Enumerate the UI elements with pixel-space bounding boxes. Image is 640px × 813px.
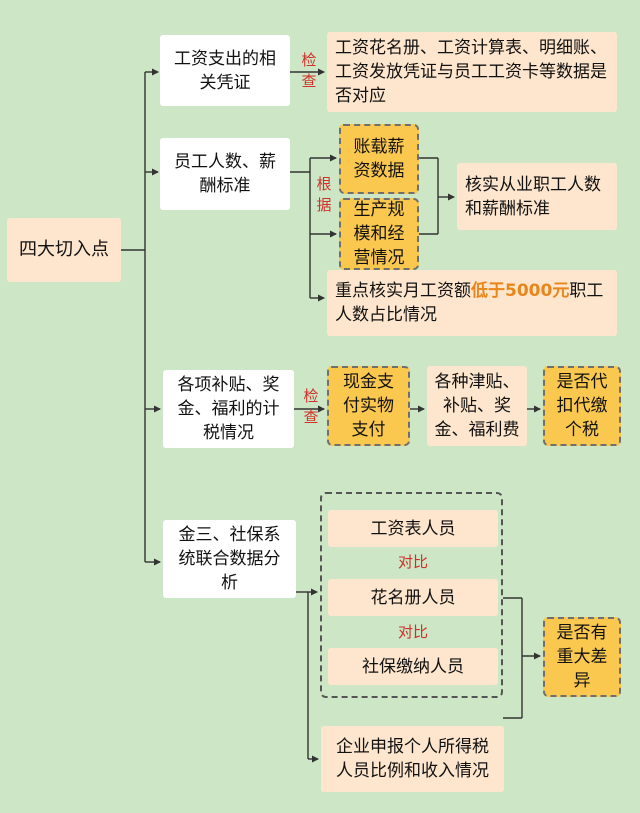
basis-book-salary-label: 账载薪资数据 xyxy=(353,137,405,181)
compare-social-insurance-staff-label: 社保缴纳人员 xyxy=(362,656,464,677)
label-basis: 根据 xyxy=(316,175,332,214)
items-allowances-label: 各种津贴、补贴、奖金、福利费 xyxy=(434,372,520,440)
branch-joint-analysis: 金三、社保系统联合数据分析 xyxy=(163,520,296,598)
compare-payroll-staff-label: 工资表人员 xyxy=(370,518,456,539)
compare-payroll-staff: 工资表人员 xyxy=(328,510,498,547)
payment-cash-inkind: 现金支付实物支付 xyxy=(327,366,410,446)
compare-social-insurance-staff: 社保缴纳人员 xyxy=(328,648,498,685)
branch-salary-vouchers: 工资支出的相关凭证 xyxy=(160,35,290,106)
branch-joint-analysis-label: 金三、社保系统联合数据分析 xyxy=(178,525,281,593)
branch-salary-vouchers-label: 工资支出的相关凭证 xyxy=(174,48,276,93)
key-low-salary-ratio: 重点核实月工资额低于5000元职工人数占比情况 xyxy=(327,270,617,336)
payment-cash-inkind-label: 现金支付实物支付 xyxy=(343,372,394,440)
branch-allowance-tax-label: 各项补贴、奖金、福利的计税情况 xyxy=(177,375,280,443)
result-withhold-tax-label: 是否代扣代缴个税 xyxy=(556,372,608,440)
tax-declaration-ratio: 企业申报个人所得税人员比例和收入情况 xyxy=(321,726,504,792)
key-low-salary-ratio-text: 重点核实月工资额低于5000元职工人数占比情况 xyxy=(335,281,604,325)
verify-staff-salary-label: 核实从业职工人数和薪酬标准 xyxy=(465,174,601,219)
result-withhold-tax: 是否代扣代缴个税 xyxy=(543,366,621,446)
branch-staff-count: 员工人数、薪酬标准 xyxy=(160,138,290,210)
detail-salary-records-label: 工资花名册、工资计算表、明细账、工资发放凭证与员工工资卡等数据是否对应 xyxy=(335,38,607,106)
branch-staff-count-label: 员工人数、薪酬标准 xyxy=(174,152,276,196)
highlight-under-5000: 低于5000元 xyxy=(471,281,570,301)
tax-declaration-ratio-label: 企业申报个人所得税人员比例和收入情况 xyxy=(336,737,489,781)
root-node: 四大切入点 xyxy=(7,218,121,282)
label-check-1: 检查 xyxy=(301,51,317,90)
basis-production-scale: 生产规模和经营情况 xyxy=(339,198,419,270)
detail-salary-records: 工资花名册、工资计算表、明细账、工资发放凭证与员工工资卡等数据是否对应 xyxy=(327,32,617,112)
items-allowances: 各种津贴、补贴、奖金、福利费 xyxy=(427,366,527,446)
branch-allowance-tax: 各项补贴、奖金、福利的计税情况 xyxy=(163,370,294,448)
label-check-2: 检查 xyxy=(303,387,319,426)
basis-production-scale-label: 生产规模和经营情况 xyxy=(353,200,405,268)
root-label: 四大切入点 xyxy=(19,239,109,260)
result-major-difference: 是否有重大差异 xyxy=(543,617,621,697)
verify-staff-salary: 核实从业职工人数和薪酬标准 xyxy=(457,163,617,230)
label-compare-2: 对比 xyxy=(397,623,428,641)
basis-book-salary: 账载薪资数据 xyxy=(339,124,419,194)
compare-roster-staff-label: 花名册人员 xyxy=(370,587,456,608)
result-major-difference-label: 是否有重大差异 xyxy=(556,623,608,691)
compare-roster-staff: 花名册人员 xyxy=(328,579,498,616)
label-compare-1: 对比 xyxy=(397,553,428,571)
comparison-group xyxy=(320,492,503,698)
